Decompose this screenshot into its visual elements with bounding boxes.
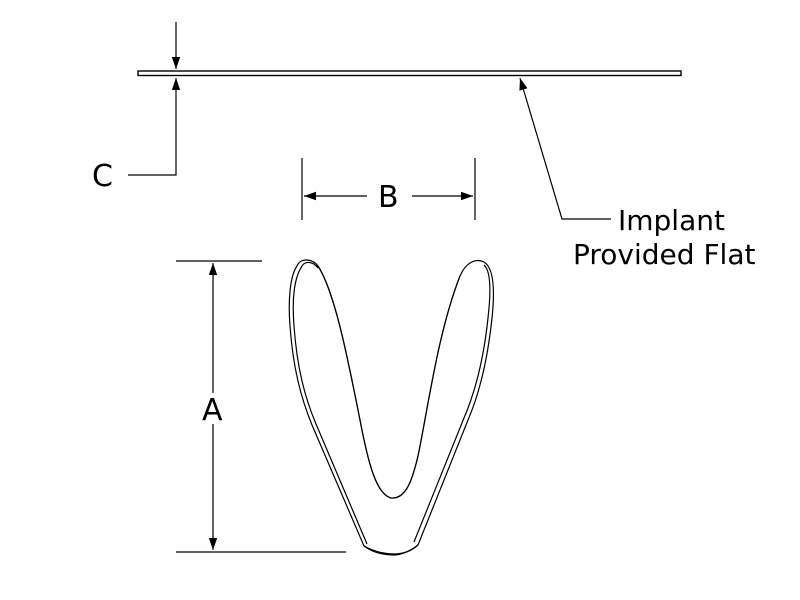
flat-implant-plate <box>137 70 682 77</box>
callout-line-1: Implant <box>618 204 725 237</box>
v-implant-shape <box>288 259 495 556</box>
dimension-c-label: C <box>92 159 113 194</box>
dimension-c: C <box>92 22 181 194</box>
dimension-a-label: A <box>202 393 223 428</box>
dimension-b: B <box>301 158 476 220</box>
implant-callout: Implant Provided Flat <box>519 77 755 271</box>
dimension-a: A <box>176 260 346 553</box>
dimension-b-label: B <box>378 180 399 215</box>
callout-line-2: Provided Flat <box>573 238 755 271</box>
